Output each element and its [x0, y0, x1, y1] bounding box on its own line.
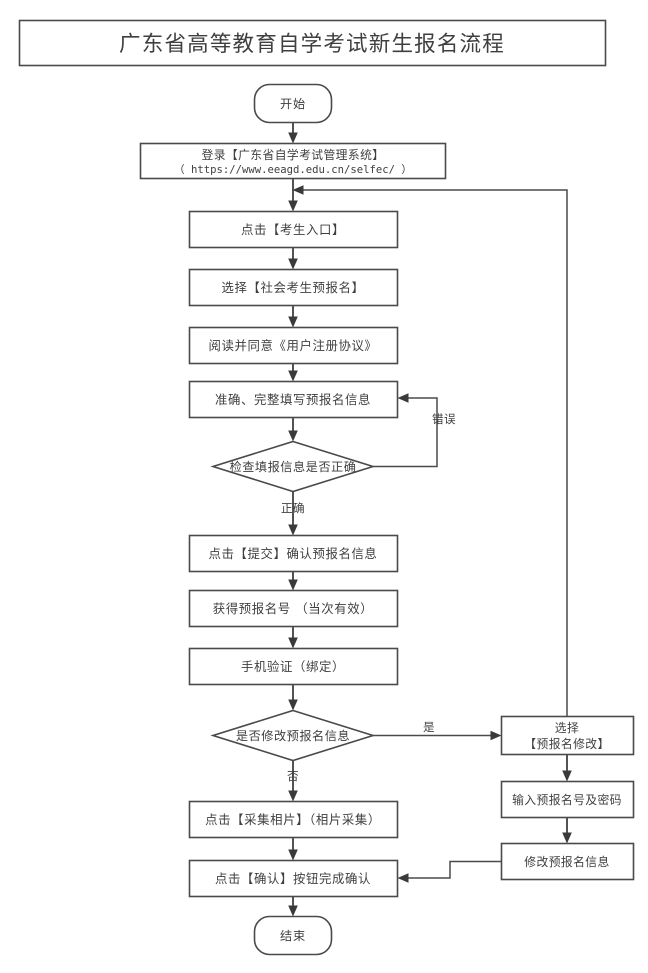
node-end: 结束: [253, 915, 333, 956]
edge-modify-no: 否: [287, 760, 299, 802]
edge-agreement-to-fillinfo: [288, 363, 298, 382]
node-input-credentials-label: 输入预报名号及密码: [512, 793, 622, 807]
node-submit-label: 点击【提交】确认预报名信息: [209, 546, 378, 561]
node-check-info-label: 检查填报信息是否正确: [230, 459, 357, 474]
node-do-modify-label: 修改预报名信息: [524, 855, 609, 869]
edge-photo-to-confirm: [288, 837, 298, 861]
node-start-label: 开始: [280, 97, 306, 111]
node-login: 登录【广东省自学考试管理系统】 （ https://www.eeagd.edu.…: [139, 142, 447, 180]
node-get-number: 获得预报名号 （当次有效）: [188, 589, 399, 628]
node-login-url: （ https://www.eeagd.edu.cn/selfec/ ）: [174, 163, 412, 176]
node-end-label: 结束: [280, 929, 306, 943]
node-confirm-label: 点击【确认】按钮完成确认: [215, 871, 371, 886]
node-photo: 点击【采集相片】（相片采集）: [188, 800, 399, 839]
edge-label-correct: 正确: [281, 501, 305, 515]
edge-prereg-to-agreement: [288, 305, 298, 328]
node-select-modify: 选择 【预报名修改】: [500, 715, 635, 756]
edge-phone-to-modifyask: [288, 684, 298, 711]
edge-label-error: 错误: [432, 412, 456, 426]
node-entrance-label: 点击【考生入口】: [241, 222, 345, 237]
edge-submit-to-getnumber: [288, 571, 298, 591]
node-phone-verify-label: 手机验证（绑定）: [241, 659, 345, 674]
edge-label-yes: 是: [423, 720, 435, 734]
node-modify-ask: 是否修改预报名信息: [210, 709, 376, 762]
edge-inputcred-to-domodify: [562, 817, 572, 844]
node-confirm: 点击【确认】按钮完成确认: [188, 859, 399, 898]
edge-confirm-to-end: [288, 896, 298, 917]
node-agreement: 阅读并同意《用户注册协议》: [188, 326, 399, 365]
edge-start-to-login: [288, 122, 298, 144]
page-title: 广东省高等教育自学考试新生报名流程: [119, 32, 505, 57]
node-photo-label: 点击【采集相片】（相片采集）: [205, 812, 381, 827]
edge-fillinfo-to-check: [288, 417, 298, 442]
node-login-label: 登录【广东省自学考试管理系统】: [202, 148, 385, 162]
edge-login-to-entrance: [288, 178, 298, 212]
node-entrance: 点击【考生入口】: [188, 210, 399, 249]
edge-check-error-loop: 错误: [373, 393, 456, 468]
node-check-info: 检查填报信息是否正确: [210, 440, 376, 493]
node-start: 开始: [253, 83, 333, 124]
node-modify-ask-label: 是否修改预报名信息: [236, 728, 350, 743]
node-submit: 点击【提交】确认预报名信息: [188, 534, 399, 573]
node-do-modify: 修改预报名信息: [500, 842, 635, 881]
node-fill-info-label: 准确、完整填写预报名信息: [215, 392, 371, 407]
node-pre-registration: 选择【社会考生预报名】: [188, 268, 399, 307]
title-frame: 广东省高等教育自学考试新生报名流程: [18, 19, 607, 67]
node-get-number-label: 获得预报名号 （当次有效）: [213, 601, 373, 616]
edge-selmodify-to-inputcred: [562, 754, 572, 782]
edge-getnumber-to-phone: [288, 626, 298, 649]
edge-label-no: 否: [287, 769, 299, 783]
node-input-credentials: 输入预报名号及密码: [500, 780, 635, 819]
edge-check-correct: 正确: [281, 491, 305, 536]
edge-selmodify-to-entrance: [292, 185, 568, 716]
node-fill-info: 准确、完整填写预报名信息: [188, 380, 399, 419]
edge-entrance-to-prereg: [288, 247, 298, 270]
edge-domodify-to-confirm: [397, 860, 502, 883]
node-phone-verify: 手机验证（绑定）: [188, 647, 399, 686]
node-pre-registration-label: 选择【社会考生预报名】: [222, 280, 365, 295]
edge-modify-yes: 是: [373, 720, 502, 741]
node-select-modify-label: 选择: [555, 721, 579, 735]
node-agreement-label: 阅读并同意《用户注册协议》: [209, 338, 378, 353]
node-select-modify-sublabel: 【预报名修改】: [524, 737, 609, 751]
